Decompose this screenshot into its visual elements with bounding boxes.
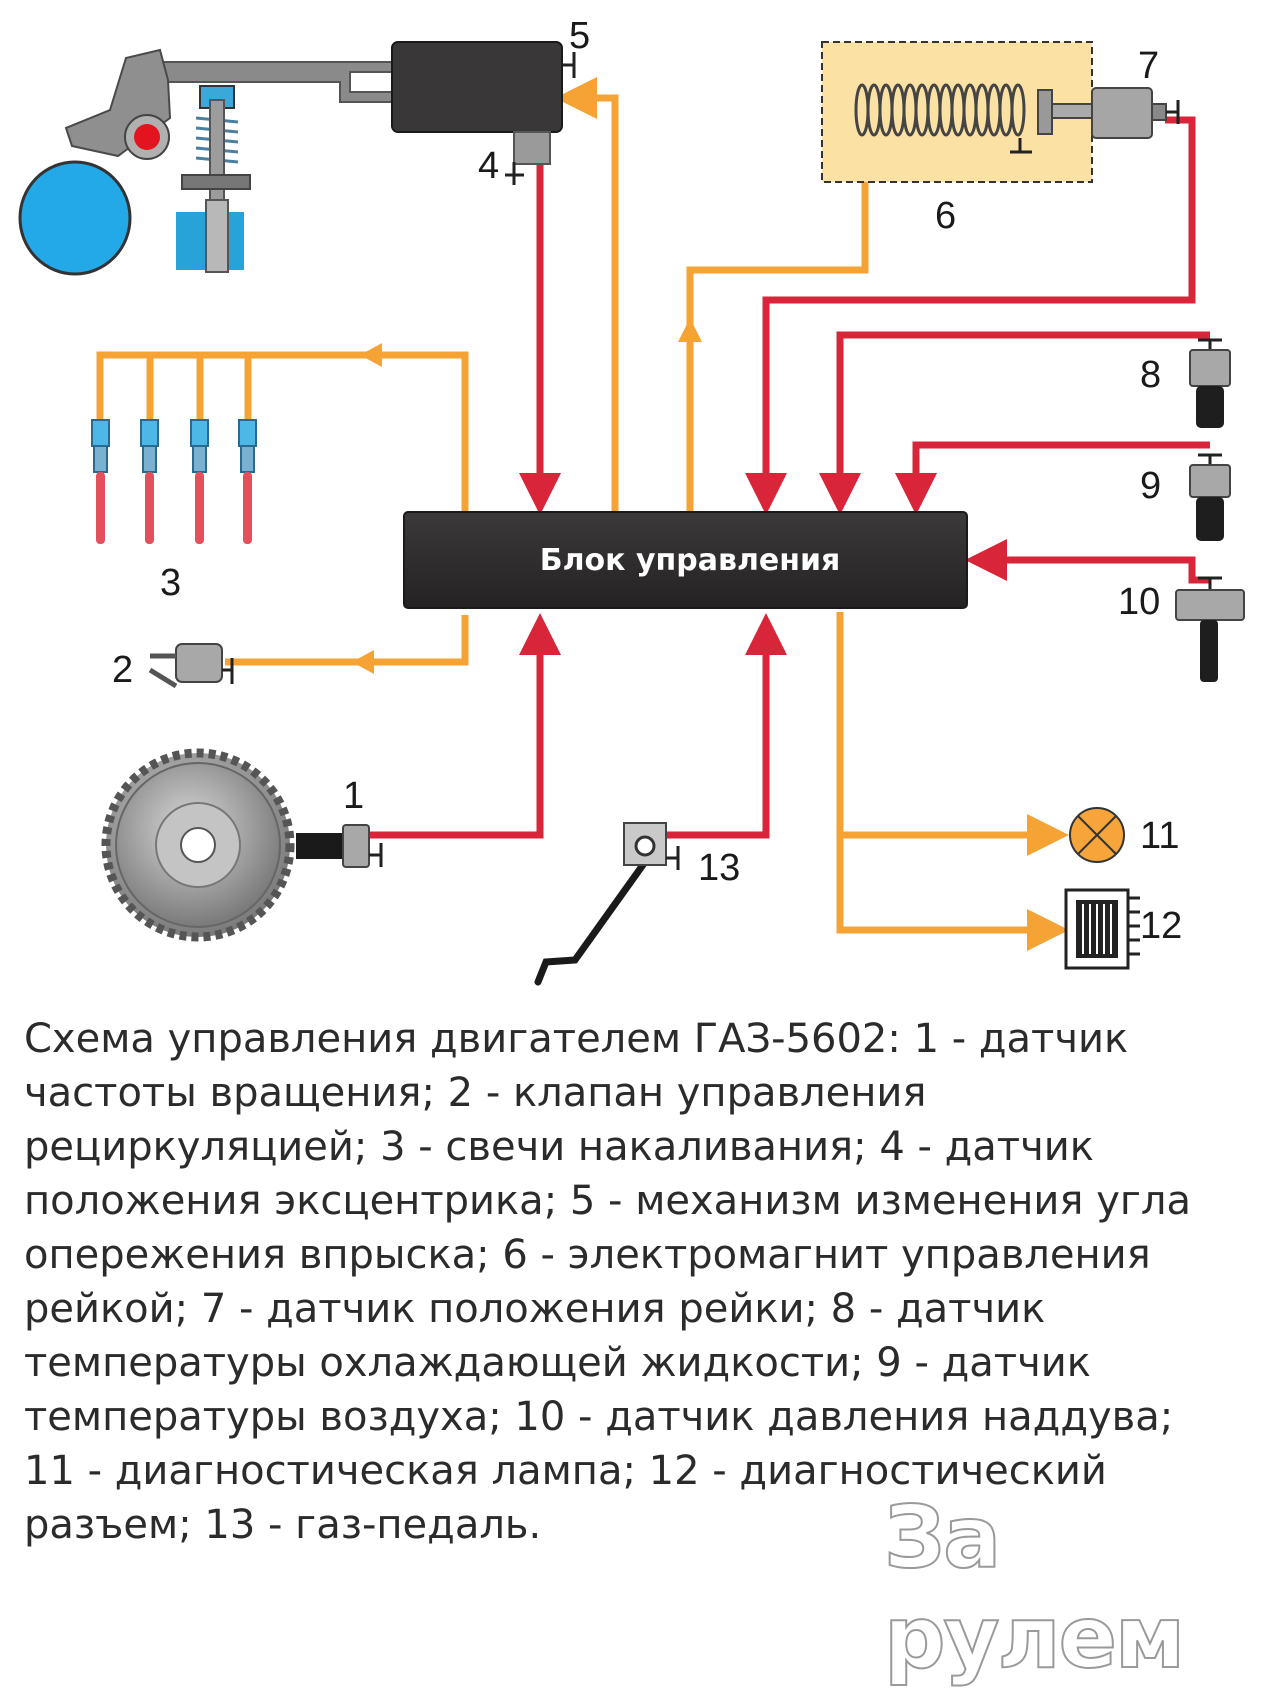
diagnostic-connector <box>1064 888 1140 970</box>
label-7: 7 <box>1138 45 1159 87</box>
ecu-label: Блок управления <box>540 543 841 578</box>
wire-from-gas-pedal <box>665 613 787 839</box>
glow-plug <box>140 419 159 544</box>
input-wires <box>370 116 1210 839</box>
label-12: 12 <box>1140 905 1182 947</box>
egr-valve <box>148 643 234 689</box>
label-11: 11 <box>1140 815 1179 857</box>
glow-plug <box>91 419 110 544</box>
gas-pedal <box>534 822 680 986</box>
wire-from-coolant-sensor <box>819 331 1210 515</box>
diagnostic-lamp <box>1069 807 1125 863</box>
wire-from-speed-sensor <box>370 613 561 839</box>
engine-control-diagram: Блок управления <box>18 15 1245 986</box>
wire-to-egr-valve <box>225 615 469 666</box>
rack-position-sensor <box>1091 87 1180 139</box>
label-10: 10 <box>1118 581 1160 623</box>
ecu-block: Блок управления <box>403 511 968 609</box>
output-mid-arrows <box>352 318 702 674</box>
glow-plugs <box>91 419 257 544</box>
coolant-temp-sensor <box>1189 338 1231 428</box>
speed-sensor <box>296 824 383 868</box>
glow-plug <box>238 419 257 544</box>
wire-to-solenoid <box>686 165 869 515</box>
figure-caption: Схема управления двигателем ГАЗ-5602: 1 … <box>24 1016 1191 1548</box>
diagram-labels: 1 2 3 4 5 6 7 8 9 10 11 12 13 <box>112 15 1182 947</box>
air-temp-sensor <box>1189 453 1231 541</box>
cam-rocker-illustration <box>18 48 251 276</box>
za-rulem-watermark: За рулем <box>883 1487 1186 1688</box>
label-6: 6 <box>935 195 956 237</box>
label-2: 2 <box>112 649 133 691</box>
boost-pressure-sensor <box>1175 576 1245 682</box>
label-5: 5 <box>569 15 590 57</box>
label-1: 1 <box>343 775 364 817</box>
wire-to-glow-plugs <box>96 351 469 515</box>
label-9: 9 <box>1140 465 1161 507</box>
wire-from-boost-sensor <box>965 539 1210 584</box>
injection-advance-mechanism <box>159 41 576 185</box>
glow-plug <box>190 419 209 544</box>
wire-from-air-temp-sensor <box>895 441 1210 515</box>
wire-to-diag-lamp <box>836 612 1069 951</box>
wire-from-rack-sensor <box>745 116 1196 515</box>
label-3: 3 <box>160 562 181 604</box>
wire-to-injection-advance <box>555 77 619 515</box>
label-8: 8 <box>1140 354 1161 396</box>
crank-gear <box>101 748 295 942</box>
label-4: 4 <box>478 145 499 187</box>
rack-solenoid <box>821 41 1099 183</box>
output-wires <box>96 77 1069 951</box>
label-13: 13 <box>698 847 740 889</box>
